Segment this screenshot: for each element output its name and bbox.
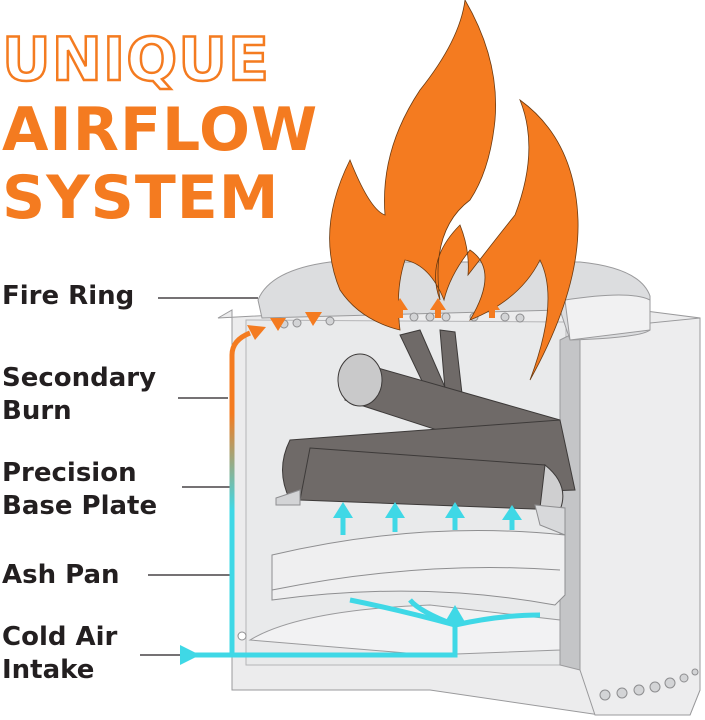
label-fire-ring: Fire Ring [2, 281, 135, 311]
base-plate [275, 489, 301, 506]
cold-air-flow [185, 515, 541, 658]
logs [282, 329, 576, 511]
intake-hole [237, 631, 247, 641]
secondary-burn-arrows [247, 298, 500, 340]
label-secondary-burn: Secondary Burn [2, 362, 156, 428]
intake-arrow [180, 645, 200, 665]
title-unique: UNIQUE [1, 25, 270, 95]
fire-ring-front [564, 294, 651, 341]
title-airflow: AIRFLOW [2, 95, 319, 165]
label-cold-air-intake: Cold Air Intake [2, 621, 117, 687]
ash-pan-rim [271, 567, 561, 591]
secondary-air-flow [229, 330, 251, 655]
label-line: Base Plate [2, 491, 158, 521]
ash-pan [271, 530, 566, 606]
label-line: Burn [2, 396, 72, 426]
label-line: Cold Air [2, 622, 118, 652]
label-line: Precision [2, 458, 137, 488]
bottom-vent-holes [599, 668, 699, 701]
label-base-plate: Precision Base Plate [2, 457, 157, 523]
front-wall-panel [579, 317, 701, 716]
title-system: SYSTEM [2, 163, 280, 233]
label-line: Secondary [2, 363, 157, 393]
log-end [337, 353, 383, 407]
label-line: Intake [2, 655, 95, 685]
label-ash-pan: Ash Pan [2, 560, 120, 590]
cold-air-arrowheads [180, 502, 522, 665]
flame [329, 0, 579, 381]
